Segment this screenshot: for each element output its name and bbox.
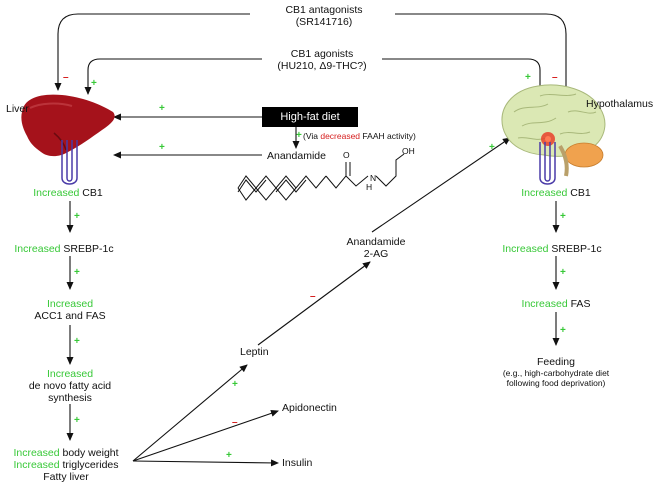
- liver-label: Liver: [6, 103, 29, 115]
- atom-o: O: [343, 150, 350, 160]
- sign-agonist-brain: +: [525, 72, 531, 83]
- hypothalamus-label: Hypothalamus: [586, 98, 654, 110]
- agonists-label: CB1 agonists: [290, 48, 354, 60]
- apidonectin-label: Apidonectin: [282, 402, 337, 414]
- atom-n: N: [370, 173, 377, 183]
- antagonist-line: [54, 13, 250, 91]
- sign-insulin: +: [226, 450, 232, 461]
- sign-left-2: +: [74, 267, 80, 278]
- brain-receptor-icon: [539, 142, 556, 185]
- cerebellum: [564, 142, 604, 168]
- antagonists-label: CB1 antagonists: [285, 4, 363, 16]
- high-fat-diet-box: High-fat diet: [262, 107, 358, 127]
- to-apidonectin-arrow: [132, 409, 279, 462]
- leptin-to-ligands-arrow: [257, 261, 371, 346]
- sign-right-1: +: [560, 211, 566, 222]
- left-step-fa-line2: synthesis: [48, 392, 92, 404]
- left-step-fa-line1: de novo fatty acid: [28, 380, 112, 392]
- sign-left-3: +: [74, 336, 80, 347]
- left-step-acc1: ACC1 and FAS: [34, 310, 106, 322]
- right-step-srebp: Increased SREBP-1c: [502, 243, 602, 255]
- liver-icon: [21, 94, 115, 157]
- sign-right-3: +: [560, 325, 566, 336]
- agonists-example: (HU210, Δ9-THC?): [277, 60, 367, 72]
- ligands-anandamide: Anandamide: [346, 236, 406, 248]
- brain-icon: [501, 84, 606, 177]
- ligands-2ag: 2-AG: [363, 248, 389, 260]
- anandamide-structure: [237, 153, 405, 201]
- left-step-fatty-liver: Fatty liver: [43, 471, 89, 483]
- left-step-body-weight: Increased body weight: [13, 447, 119, 459]
- agonist-line: [84, 58, 262, 95]
- anandamide-label: Anandamide: [267, 150, 326, 162]
- right-step-feeding: Feeding: [537, 356, 575, 368]
- faah-note-prefix: (Via: [303, 131, 318, 141]
- left-step-srebp: Increased SREBP-1c: [14, 243, 114, 255]
- left-step-cb1: Increased CB1: [33, 187, 103, 199]
- faah-note-decreased: decreased: [320, 131, 361, 141]
- sign-diet-liver: +: [159, 103, 165, 114]
- sign-ligands-brain: +: [489, 142, 495, 153]
- sign-diet-anandamide: +: [296, 130, 302, 141]
- sign-antagonist-brain: –: [552, 72, 558, 83]
- to-insulin-arrow: [132, 459, 279, 467]
- ligands-to-hypothalamus-arrow: [371, 137, 511, 233]
- right-step-feeding-note2: following food deprivation): [506, 378, 606, 388]
- right-step-fas: Increased FAS: [521, 298, 591, 310]
- antagonist-line-right: [395, 13, 570, 103]
- faah-note: (Via decreased FAAH activity): [303, 131, 416, 141]
- to-leptin-arrow: [132, 364, 248, 462]
- sign-antagonist-liver: –: [63, 72, 69, 83]
- antagonists-example: (SR141716): [295, 16, 353, 28]
- right-step-feeding-note1: (e.g., high-carbohydrate diet: [502, 368, 610, 378]
- left-step-triglycerides: Increased triglycerides: [13, 459, 119, 471]
- leptin-label: Leptin: [240, 346, 269, 358]
- insulin-label: Insulin: [282, 457, 313, 469]
- agonist-line-right: [382, 58, 544, 99]
- atom-h: H: [366, 182, 373, 192]
- sign-left-4: +: [74, 415, 80, 426]
- left-step-fa-increased: Increased: [46, 368, 94, 380]
- sign-left-1: +: [74, 211, 80, 222]
- atom-oh: OH: [402, 146, 415, 156]
- sign-leptin: +: [232, 379, 238, 390]
- sign-agonist-liver: +: [91, 78, 97, 89]
- sign-anandamide-liver: +: [159, 142, 165, 153]
- sign-apidonectin: –: [232, 417, 238, 428]
- liver-receptor-icon: [61, 140, 78, 185]
- sign-right-2: +: [560, 267, 566, 278]
- sign-leptin-ligands: –: [310, 291, 316, 302]
- faah-note-suffix: FAAH activity): [362, 131, 416, 141]
- right-step-cb1: Increased CB1: [521, 187, 591, 199]
- left-step-acc1-increased: Increased: [46, 298, 94, 310]
